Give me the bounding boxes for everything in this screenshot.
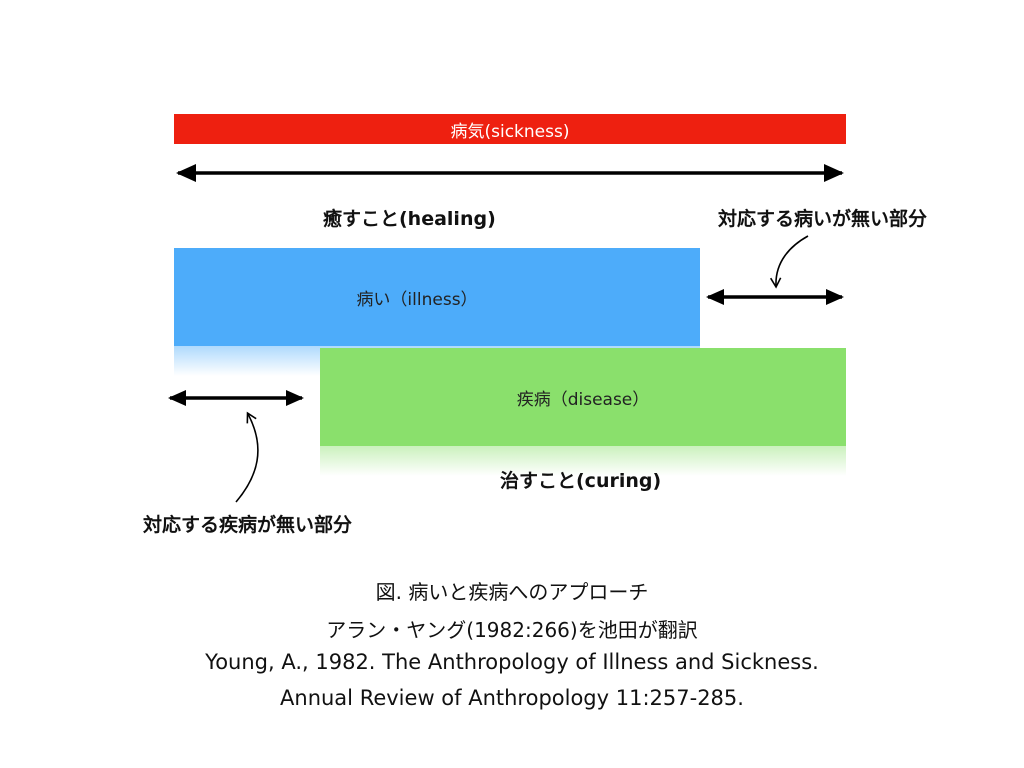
caption-citation-line1: Young, A., 1982. The Anthropology of Ill… [205,650,819,674]
sickness-bar: 病気(sickness) [174,114,846,144]
disease-bar: 疾病（disease） [320,348,846,446]
caption-citation-line2: Annual Review of Anthropology 11:257-285… [280,686,744,710]
healing-label: 癒すこと(healing) [323,208,496,230]
sickness-span-arrow [176,164,844,182]
disease-only-pointer [235,411,259,503]
illness-only-arrow [706,289,844,305]
disease-only-label: 対応する疾病が無い部分 [143,514,353,536]
curing-label: 治すこと(curing) [500,470,662,492]
illness-label: 病い（illness） [356,289,478,310]
caption-title: 図. 病いと疾病へのアプローチ [375,580,649,604]
sickness-label: 病気(sickness) [450,121,570,142]
illness-bar: 病い（illness） [174,248,700,346]
caption-translation-note: アラン・ヤング(1982:266)を池田が翻訳 [326,618,698,642]
disease-label: 疾病（disease） [516,389,650,410]
disease-only-arrow [168,390,304,406]
illness-only-label: 対応する病いが無い部分 [718,208,928,230]
illness-only-pointer [769,235,809,289]
